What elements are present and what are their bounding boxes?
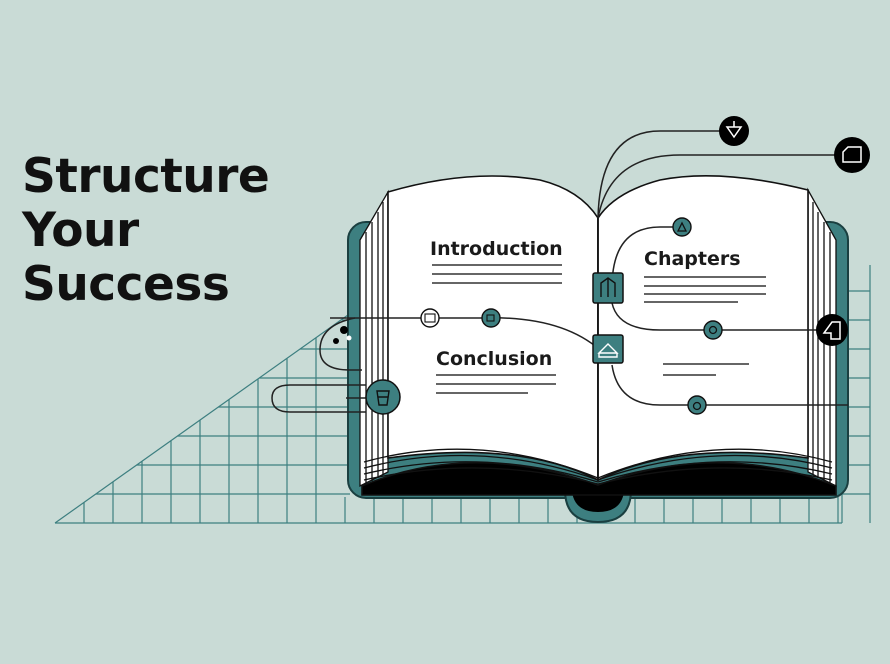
section-introduction: Introduction [430, 238, 563, 260]
headline-line-1: Structure [22, 149, 270, 204]
section-conclusion: Conclusion [436, 348, 552, 370]
grid-line [54, 309, 356, 524]
triangle-icon [672, 217, 692, 237]
book-icon [592, 272, 624, 304]
circle-node-icon [703, 320, 723, 340]
cup-icon [365, 379, 401, 415]
section-chapters: Chapters [644, 248, 741, 270]
map-marker-icon[interactable] [816, 314, 848, 346]
page-stack-left [359, 189, 389, 488]
folder-icon[interactable] [834, 137, 870, 173]
headline: Structure Your Success [22, 149, 270, 312]
small-node-dots [333, 326, 352, 344]
text-placeholder-lines [432, 264, 766, 394]
headline-line-2: Your [22, 203, 139, 258]
home-icon [592, 334, 624, 364]
panel-icon [420, 308, 440, 328]
apple-icon [687, 395, 707, 415]
headline-line-3: Success [22, 257, 230, 312]
perspective-grid [54, 265, 871, 524]
ticket-icon [481, 308, 501, 328]
download-arrow-icon[interactable] [719, 116, 749, 146]
